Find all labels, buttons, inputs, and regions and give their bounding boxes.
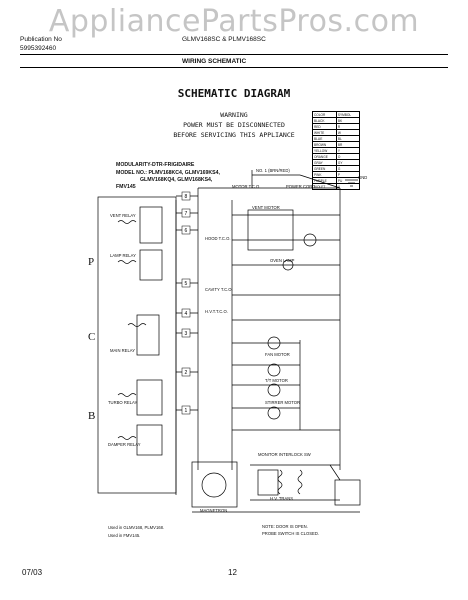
fuse-label: NO. 1 (BRN/RED) [256, 168, 290, 173]
damper-relay-label: DAMPER RELAY [108, 442, 141, 447]
warning-line-3: BEFORE SERVICING THIS APPLIANCE [173, 131, 295, 139]
terminal-number: 6 [185, 228, 188, 234]
publication-number: 5995392460 [20, 45, 57, 52]
motor-tco-label: MOTOR T.C.O. [232, 184, 261, 189]
model-line-2: GLMV168KQ4, GLMV168KS4, [140, 177, 213, 183]
terminal-number: 4 [185, 311, 188, 317]
terminal-number: 1 [185, 408, 188, 414]
terminal-box [181, 308, 191, 318]
diagram-title: SCHEMATIC DIAGRAM [177, 87, 291, 100]
turbo-relay-label: TURBO RELAY [108, 400, 138, 405]
color-symbol-cell: V [335, 183, 361, 190]
terminal-number: 8 [185, 194, 188, 200]
watermark: AppliancePartsPros.com [48, 4, 420, 39]
section-label-p: P [88, 256, 95, 268]
model-line-1: MODEL NO.: PLMV168KC4, GLMV169KS4, [116, 170, 220, 176]
section-title: WIRING SCHEMATIC [182, 58, 247, 65]
terminal-number: 3 [185, 331, 188, 337]
model-numbers: GLMV168SC & PLMV168SC [182, 36, 266, 43]
note-2: Used in FMV145. [108, 533, 141, 538]
warning-line-1: WARNING [220, 111, 248, 119]
magnetron-label: MAGNETRON [200, 508, 228, 513]
terminal-box [181, 225, 191, 235]
publication-label: Publication No [20, 36, 62, 43]
hood-tco-label: HOOD T.C.O. [205, 236, 231, 241]
warning-line-2: POWER MUST BE DISCONNECTED [183, 121, 285, 129]
vent-motor-label: VENT MOTOR [252, 205, 280, 210]
section-label-c: C [88, 331, 96, 343]
hv-transformer-label: H.V. TRANS [270, 496, 294, 501]
footer-date: 07/03 [22, 568, 43, 577]
hv-tco-label: H.V.T.T.C.O. [205, 309, 228, 314]
terminal-box [181, 278, 191, 288]
footer-page-number: 12 [228, 568, 237, 577]
power-cord-label: POWER CORD [286, 184, 316, 189]
vent-relay-label: VENT RELAY [110, 213, 136, 218]
terminal-box [181, 405, 191, 415]
model-line-3: FMV145 [116, 184, 136, 190]
terminal-box [181, 328, 191, 338]
stirrer-motor-label: STIRRER MOTOR [265, 400, 301, 405]
header-divider [20, 54, 448, 55]
modularity-title: MODULARITY-DTR-FRIGIDAIRE [116, 162, 195, 168]
terminal-number: 5 [185, 281, 188, 287]
note-1: Used in GLMV168, PLMV168. [108, 525, 165, 530]
turntable-motor-label: T/T MOTOR [265, 378, 288, 383]
note-text-2: PROBE SWITCH IS CLOSED. [262, 531, 320, 536]
main-relay-label: MAIN RELAY [110, 348, 136, 353]
cavity-tco-label: CAVITY T.C.O. [205, 287, 233, 292]
monitor-switch-label: MONITOR INTERLOCK SW [258, 452, 311, 457]
terminal-number: 7 [185, 211, 188, 217]
terminal-box [181, 367, 191, 377]
note-text-1: NOTE: DOOR IS OPEN. [262, 524, 308, 529]
terminal-number: 2 [185, 370, 188, 376]
fan-motor-label: FAN MOTOR [265, 352, 290, 357]
section-label-b: B [88, 410, 96, 422]
ground-label: GND [358, 175, 368, 180]
terminal-box [181, 208, 191, 218]
header-divider-2 [20, 67, 448, 68]
terminal-box [181, 191, 191, 201]
lamp-relay-label: LAMP RELAY [110, 253, 136, 258]
oven-lamp-label: OVEN LAMP [270, 258, 295, 263]
